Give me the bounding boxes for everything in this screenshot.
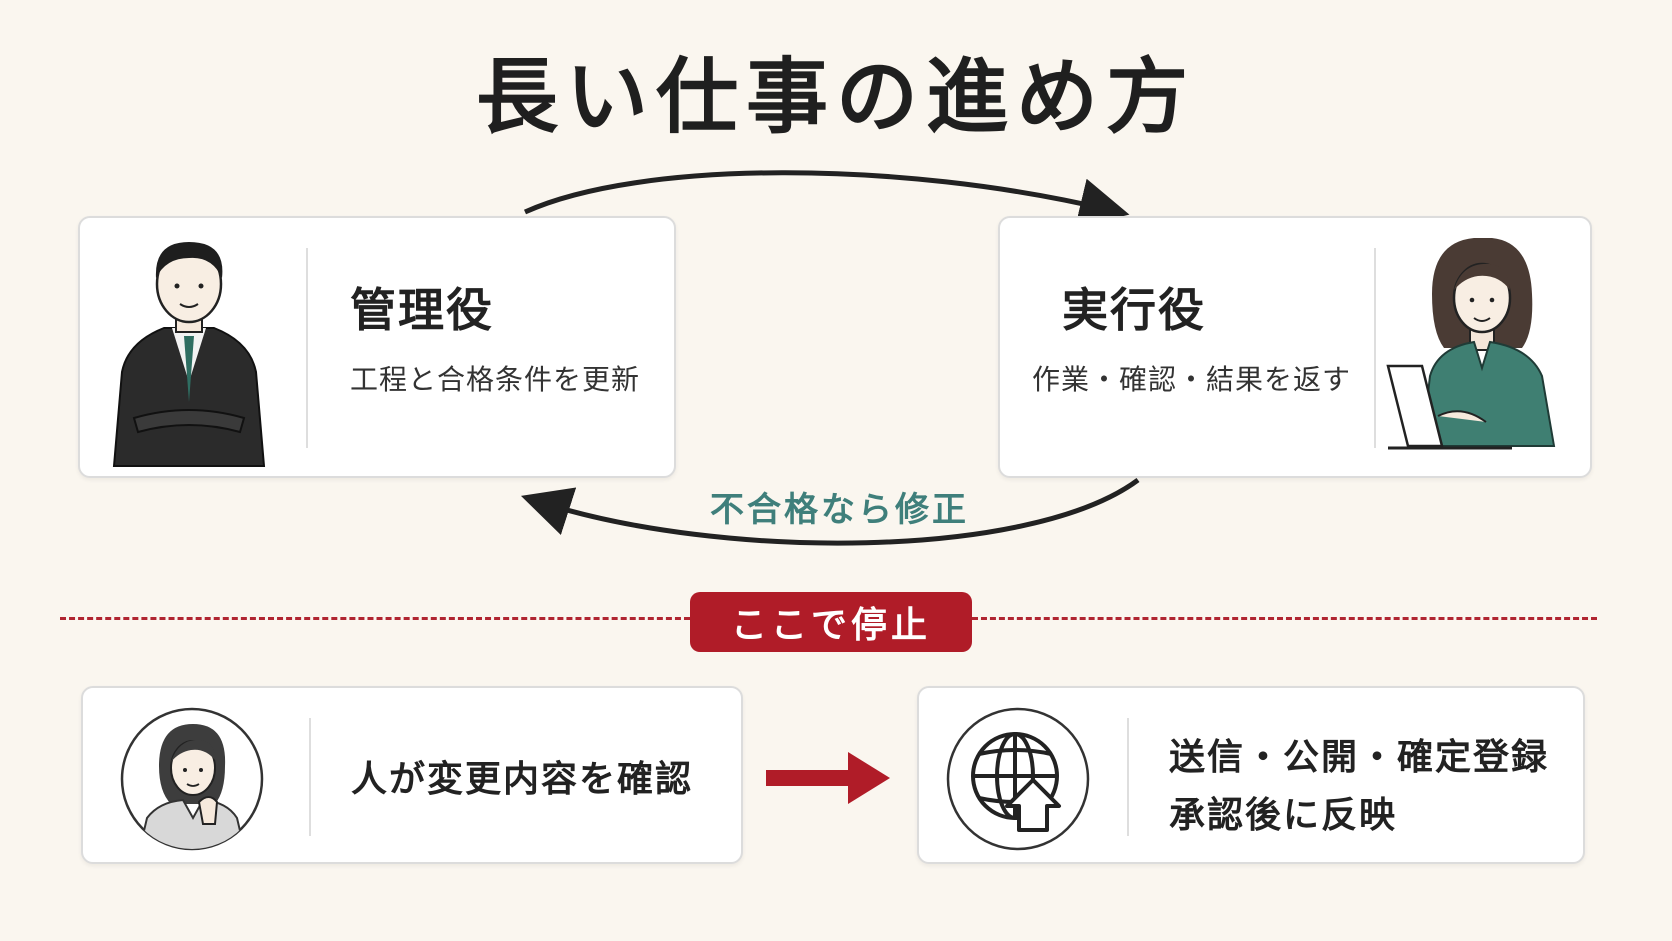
- manager-subtitle: 工程と合格条件を更新: [350, 363, 641, 396]
- stop-dashed-line-right: [972, 617, 1597, 620]
- publish-line2: 承認後に反映: [1169, 794, 1398, 836]
- reviewer-person-icon: [120, 707, 264, 851]
- publish-card: 送信・公開・確定登録 承認後に反映: [917, 686, 1585, 864]
- page-title: 長い仕事の進め方: [475, 49, 1196, 145]
- executor-person-icon: [1386, 238, 1556, 450]
- globe-upload-icon: [946, 707, 1090, 851]
- executor-subtitle: 作業・確認・結果を返す: [1032, 363, 1352, 396]
- manager-title: 管理役: [350, 283, 494, 337]
- arrow-right-icon: [766, 752, 890, 804]
- stop-dashed-line-left: [60, 617, 690, 620]
- manager-card: 管理役 工程と合格条件を更新: [78, 216, 676, 478]
- loop-back-label: 不合格なら修正: [710, 490, 969, 530]
- review-text: 人が変更内容を確認: [351, 758, 694, 800]
- publish-line1: 送信・公開・確定登録: [1169, 736, 1550, 778]
- stop-badge: ここで停止: [690, 592, 972, 652]
- manager-person-icon: [112, 242, 266, 467]
- executor-title: 実行役: [1062, 283, 1206, 337]
- executor-card: 実行役 作業・確認・結果を返す: [998, 216, 1592, 478]
- review-card: 人が変更内容を確認: [81, 686, 743, 864]
